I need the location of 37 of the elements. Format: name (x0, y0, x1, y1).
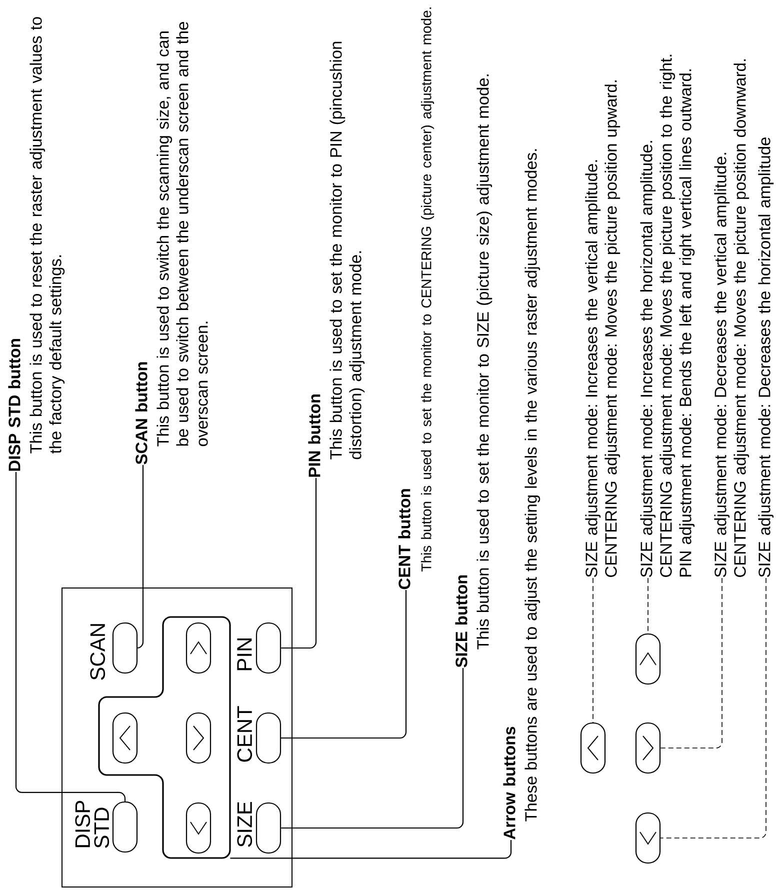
mode-description: SIZE adjustment mode: Decreases the vertical amplitude. CENTERING adjustment mode: Moves the picture position downward. (714, 59, 750, 578)
leader-line (230, 840, 512, 859)
arrow-button (186, 712, 212, 764)
mode-description: SIZE adjustment mode: Decreases the horizontal amplitude (758, 137, 774, 578)
mode-description: SIZE adjustment mode: Increases the horizontal amplitude. CENTERING adjustment mode: Moves the picture position to the right. PIN adjustment mode: Bends the left and right vertical lines outward. (640, 54, 695, 578)
button-description: PIN button This button is used to set the monitor to PIN (pincushion distortion) adjustment mode. (308, 42, 365, 477)
arrow-button (635, 633, 661, 685)
panel-button: PIN (237, 622, 282, 674)
button-description: Arrow buttons These buttons are used to adjust the setting levels in the various raster adjustment modes. (503, 149, 540, 840)
arrow-button (186, 802, 212, 854)
node-label: SCAN (90, 624, 106, 680)
leader-line (281, 668, 464, 829)
panel-button: CENT (237, 706, 282, 764)
arrow-button (635, 722, 661, 774)
arrow-button (635, 812, 661, 864)
node-label: DISP STD (75, 800, 110, 848)
panel-button: SCAN (90, 622, 138, 680)
arrow-button (186, 622, 212, 674)
leader-line (136, 465, 144, 649)
control-panel (62, 588, 292, 888)
panel-button: SIZE (237, 802, 282, 854)
button-description: SIZE button This button is used to set the monitor to SIZE (picture size) adjustment mode. (455, 74, 492, 668)
node-label: CENT (237, 706, 252, 762)
button-description: CENT button This button is used to set the monitor to CENTERING (picture center) adjustment mode. (398, 8, 434, 590)
node-label: PIN (237, 638, 252, 670)
leader-line (660, 578, 722, 748)
button-description: SCAN button This button is used to switch the scanning size, and can be used to switch between the underscan screen and the overscan screen. (135, 22, 208, 464)
leader-line (592, 578, 594, 723)
button-description: DISP STD button This button is used to reset the raster adjustment values to the factory default settings. (8, 17, 65, 471)
mode-description: SIZE adjustment mode: Increases the vertical amplitude. CENTERING adjustment mode: Moves the picture position upward. (585, 80, 620, 578)
leader-line (660, 578, 766, 838)
panel-button: DISP STD (75, 800, 138, 853)
arrow-button (112, 712, 138, 764)
node-label: SIZE (237, 802, 252, 847)
leader-line (281, 478, 317, 649)
arrow-button (580, 722, 606, 774)
leader-line (281, 590, 407, 739)
